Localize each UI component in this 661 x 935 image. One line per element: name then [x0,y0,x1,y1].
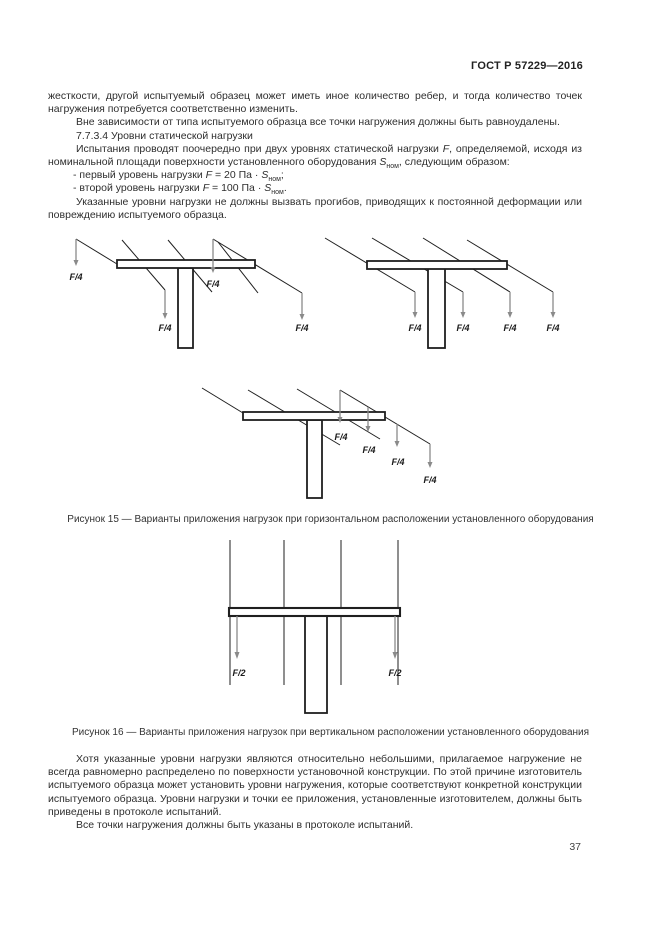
equipment-support [304,614,328,714]
load-arrow [210,239,216,273]
figure-15-diagram-1: F/4 F/4 F/4 F/4 [69,238,309,349]
load-label: F/4 [69,272,82,282]
equipment-support [306,419,323,499]
page-header: ГОСТ Р 57229—2016 [471,60,583,72]
load-label: F/4 [546,323,559,333]
text-segment: = 20 Па · [212,169,262,182]
paragraph: Вне зависимости от типа испытуемого обра… [76,116,560,129]
equipment-support [427,267,446,349]
load-label: F/2 [232,668,245,678]
figure-15-caption: Рисунок 15 — Варианты приложения нагрузо… [67,514,594,525]
body-text-bottom: Хотя указанные уровни нагрузки являются … [48,753,582,832]
load-label: F/4 [334,432,347,442]
figure-16-diagram: F/2 F/2 [227,540,402,714]
page-number: 37 [569,841,581,853]
load-arrow [460,292,466,318]
load-label: F/4 [423,475,436,485]
subscript-nom: ном [268,176,281,184]
equipment-plate [227,606,402,618]
paragraph: Испытания проводят поочередно при двух у… [48,142,582,171]
load-arrow [365,407,371,432]
load-arrow [337,390,343,423]
section-heading: 7.7.3.4 Уровни статической нагрузки [76,129,253,142]
equipment-plate [116,259,256,269]
text-segment: - второй уровень нагрузки [73,182,203,195]
variable-s: S [261,169,269,182]
load-label: F/4 [206,279,219,289]
text-segment: , следующим образом: [398,156,510,169]
text-segment: = 100 Па · [209,182,265,195]
load-label: F/4 [391,457,404,467]
figure-15-diagram-3: F/4 F/4 F/4 F/4 [201,387,437,499]
load-arrow [427,444,433,468]
variable-f: F [202,182,210,195]
figure-15-diagram-2: F/4 F/4 F/4 F/4 [324,237,560,349]
subscript-nom: ном [386,163,399,171]
variable-s: S [264,182,272,195]
text-segment: Испытания проводят поочередно при двух у… [76,142,443,155]
body-text-top: жесткости, другой испытуемый образец мож… [48,90,582,222]
load-arrow [394,424,400,447]
paragraph: Хотя указанные уровни нагрузки являются … [48,753,582,818]
paragraph: Указанные уровни нагрузки не должны вызв… [48,195,582,221]
load-label: F/4 [456,323,469,333]
text-segment: ; [280,169,284,182]
load-arrow [162,290,168,319]
load-arrow [299,293,305,320]
text-segment: , определяемой, исходя из номинальной пл… [48,142,582,169]
text-segment: . [283,182,287,195]
load-label: F/4 [408,323,421,333]
load-arrow [550,292,556,318]
equipment-plate [242,411,386,421]
load-arrow [507,292,513,318]
variable-f: F [205,169,213,182]
figure-16-caption: Рисунок 16 — Варианты приложения нагрузо… [71,727,590,738]
list-item: - второй уровень нагрузки F = 100 Па · S… [48,182,582,197]
list-item: - первый уровень нагрузки F = 20 Па · Sн… [48,169,582,184]
paragraph: Все точки нагружения должны быть указаны… [76,819,414,832]
text-segment: - первый уровень нагрузки [73,169,206,182]
load-arrow [412,292,418,318]
variable-f: F [442,142,450,155]
load-arrow [234,616,240,659]
paragraph: жесткости, другой испытуемый образец мож… [48,90,582,116]
load-arrow [73,239,79,266]
equipment-plate [366,260,508,270]
load-label: F/4 [503,323,516,333]
load-arrow [392,616,398,659]
subscript-nom: ном [271,189,284,197]
load-label: F/4 [362,445,375,455]
load-label: F/4 [158,323,171,333]
load-label: F/2 [388,668,401,678]
equipment-support [177,267,194,349]
variable-s: S [379,156,387,169]
load-label: F/4 [295,323,308,333]
